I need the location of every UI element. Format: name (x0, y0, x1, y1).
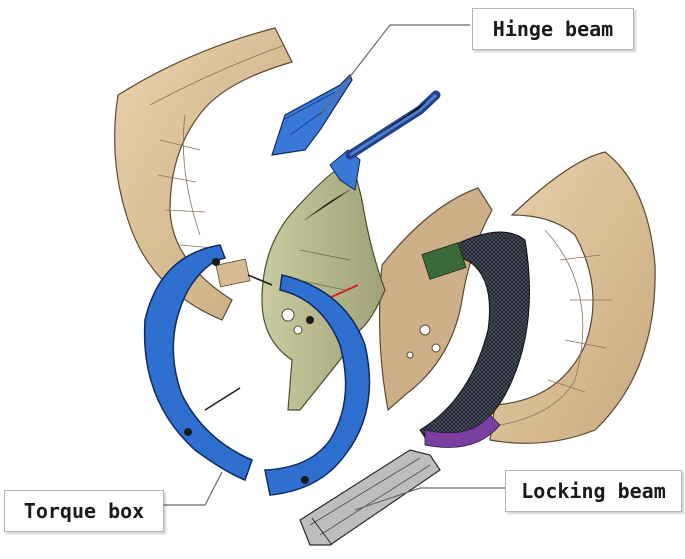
locking-beam-leader (354, 487, 505, 511)
hinge-beam-leader (317, 24, 470, 119)
torque-box-label-text: Torque box (23, 499, 145, 523)
locking-beam-label-text: Locking beam (521, 479, 666, 503)
left-cowl-panel (114, 27, 293, 321)
locking-beam (299, 449, 441, 546)
locking-beam-label: Locking beam (505, 470, 682, 512)
hinge-beam (271, 73, 441, 191)
right-cowl-panel (489, 151, 656, 444)
torque-box-label: Torque box (4, 490, 164, 532)
torque-box-leader (162, 471, 223, 506)
inner-panel-with-acoustic-mesh (378, 187, 530, 448)
torque-box (143, 244, 371, 496)
leader-lines (162, 24, 505, 511)
hinge-beam-label-text: Hinge beam (492, 17, 614, 41)
hinge-beam-label: Hinge beam (472, 8, 634, 50)
